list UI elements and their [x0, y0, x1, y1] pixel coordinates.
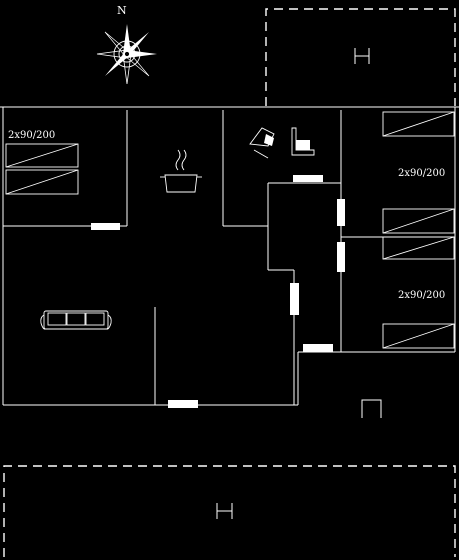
parking-area-bottom — [3, 465, 456, 557]
bed-label-right-upper: 2x90/200 — [398, 168, 445, 179]
compass-rose-icon — [96, 24, 157, 85]
cooking-pot-icon — [160, 149, 202, 193]
doors — [91, 175, 345, 408]
beds-right-lower — [382, 236, 455, 349]
door-terrace — [303, 344, 333, 352]
door-bathroom — [293, 175, 323, 182]
parking-area-top — [265, 8, 456, 106]
door-bedroom-right-lower — [337, 242, 345, 272]
chair-icon — [361, 399, 382, 418]
bed-label-top-left: 2x90/200 — [8, 130, 55, 141]
door-entrance — [168, 400, 198, 408]
beds-right-upper — [382, 111, 455, 234]
beds-top-left — [5, 143, 79, 195]
door-corridor — [290, 283, 299, 315]
parking-icon — [354, 48, 370, 64]
door-bedroom-right-upper — [337, 199, 345, 226]
interior-walls — [3, 110, 455, 406]
bed-label-right-lower: 2x90/200 — [398, 290, 445, 301]
parking-icon — [216, 503, 233, 519]
north-label: N — [117, 4, 127, 17]
door-bedroom-left — [91, 223, 120, 230]
sofa-icon — [40, 310, 112, 330]
outer-walls — [0, 106, 459, 405]
shower-and-toilet-icon — [249, 127, 315, 159]
